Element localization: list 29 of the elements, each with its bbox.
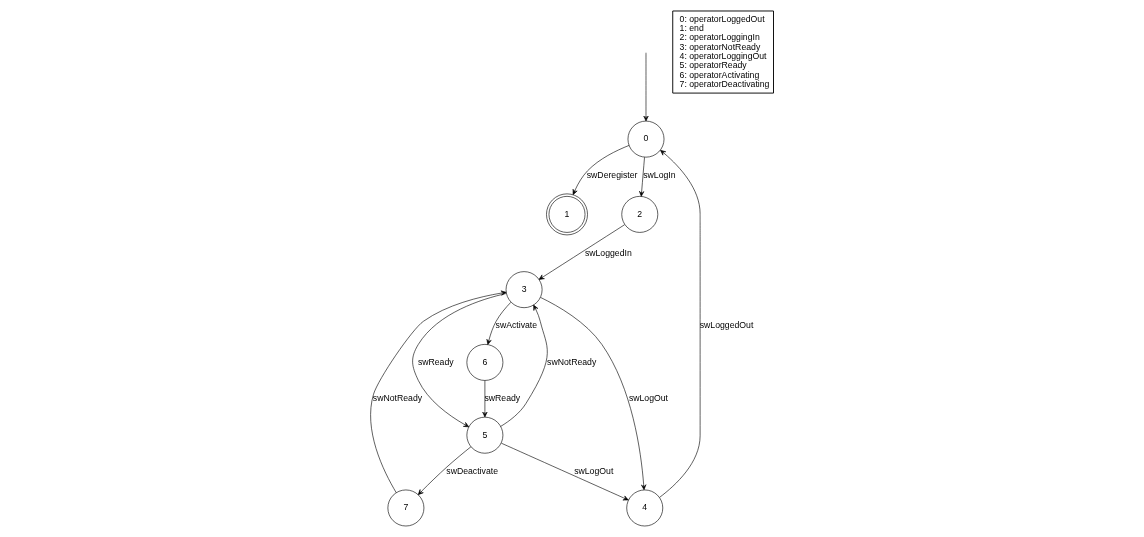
edge-label: swLoggedIn xyxy=(584,247,632,258)
edge-label: swDeregister xyxy=(586,169,638,180)
arrow xyxy=(540,297,647,491)
edge-label: swLogOut xyxy=(574,465,614,476)
node-circle: 2 xyxy=(621,196,659,233)
node-circle: 6 xyxy=(466,344,504,381)
edge-label: swNotReady xyxy=(372,393,423,404)
edge-label: swLogOut xyxy=(628,393,669,404)
node-box: 0: operatorLoggedOut 1: end 2: operatorLoggingIn 3: operatorNotReady 4: operatorLoggingOut 5: operatorReady 6: operatorActivating 7: operatorDeactivating xyxy=(672,10,774,94)
edge-label: swLoggedOut xyxy=(699,320,754,331)
arrow xyxy=(412,293,507,428)
arrow xyxy=(538,224,625,280)
edge-label: swReady xyxy=(417,356,454,367)
edge-label: swLogIn xyxy=(643,169,676,180)
edge-label: swReady xyxy=(484,393,521,404)
arrow xyxy=(370,290,507,493)
arrow xyxy=(501,442,629,501)
node-circle: 4 xyxy=(626,489,664,527)
edge-label: swDeactivate xyxy=(446,465,498,476)
edge-label: swNotReady xyxy=(547,356,597,367)
arrow xyxy=(500,304,548,427)
arrow xyxy=(482,380,488,418)
arrow xyxy=(572,145,630,195)
arrow xyxy=(486,301,512,345)
arrow xyxy=(639,156,645,197)
arrow xyxy=(659,149,701,498)
edge-label: swActivate xyxy=(495,320,538,331)
arrow xyxy=(417,446,472,495)
node-circle: 5 xyxy=(466,416,504,454)
